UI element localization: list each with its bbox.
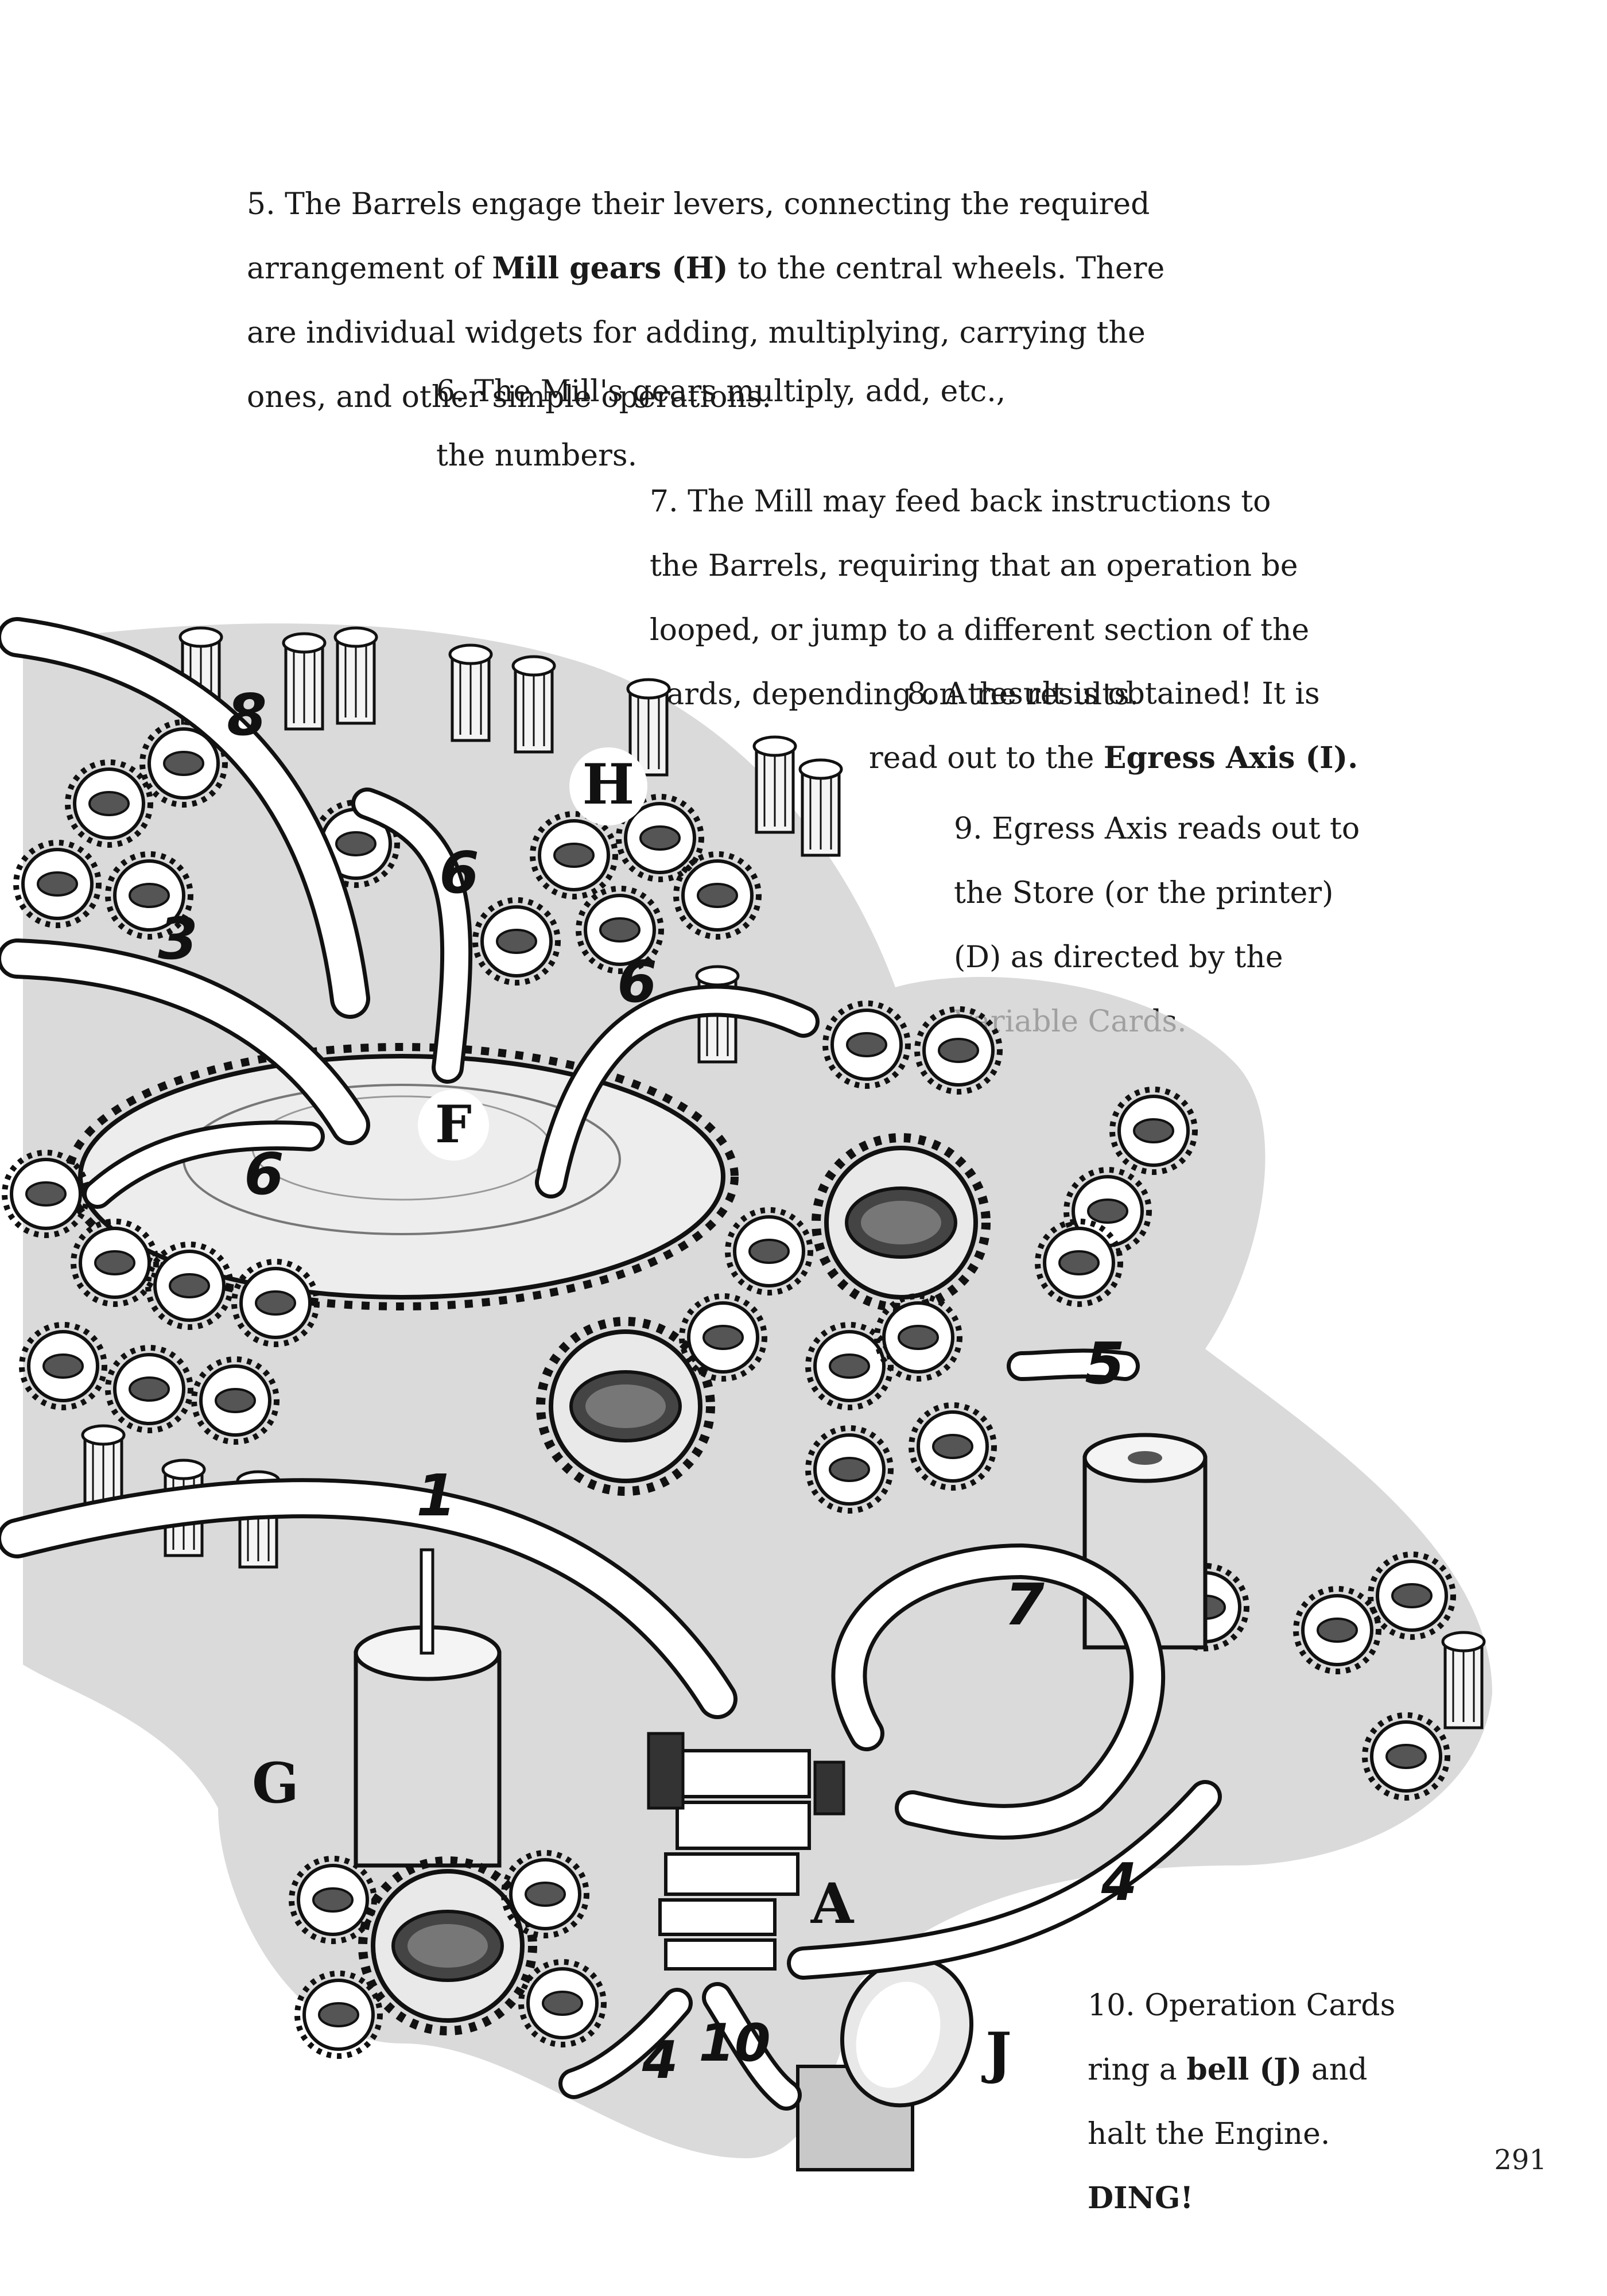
label-J: J bbox=[981, 2020, 1011, 2085]
caption-5-mill-gears: Mill gears (H) bbox=[492, 251, 728, 286]
caption-step-7: 7. The Mill may feed back instructions t… bbox=[650, 453, 1396, 743]
label-A: A bbox=[810, 1871, 855, 1936]
caption-7-line-3: looped, or jump to a different section o… bbox=[650, 613, 1310, 647]
operation-cards bbox=[647, 1732, 845, 1971]
arrow-number-10: 10 bbox=[698, 2013, 770, 2073]
caption-5-line-3: are individual widgets for adding, multi… bbox=[247, 316, 1146, 350]
label-H-badge: H bbox=[569, 747, 647, 825]
caption-8-line-2a: read out to the bbox=[868, 741, 1104, 775]
caption-5-line-1: 5. The Barrels engage their levers, conn… bbox=[247, 187, 1150, 222]
caption-step-5: 5. The Barrels engage their levers, conn… bbox=[247, 156, 1222, 445]
caption-step-10: 10. Operation Cards ring a bell (J) and … bbox=[1088, 1957, 1489, 2247]
arrow-number-4-left: 4 bbox=[642, 2030, 678, 2091]
caption-10-line-4: DING! bbox=[1088, 2181, 1194, 2216]
arrow-number-6-top: 6 bbox=[439, 839, 479, 906]
caption-8-line-2: read out to the Egress Axis (I). bbox=[826, 740, 1400, 775]
arrow-number-1: 1 bbox=[416, 1462, 456, 1529]
caption-10-line-2a: ring a bbox=[1088, 2053, 1187, 2087]
arrow-number-6-mid: 6 bbox=[617, 948, 657, 1015]
label-H: H bbox=[583, 752, 635, 817]
label-F: F bbox=[435, 1094, 472, 1155]
caption-6-line-2: the numbers. bbox=[436, 439, 638, 473]
caption-7-line-2: the Barrels, requiring that an operation… bbox=[650, 549, 1298, 583]
page-number: 291 bbox=[1494, 2144, 1547, 2176]
caption-10-bell: bell (J) bbox=[1186, 2052, 1302, 2087]
caption-5-line-4: ones, and other simple operations. bbox=[247, 380, 772, 414]
caption-6-line-1: 6. The Mill's gears multiply, add, etc., bbox=[436, 374, 1006, 409]
barrel-left bbox=[354, 1548, 502, 1868]
arrow-number-5: 5 bbox=[1085, 1330, 1125, 1397]
arrow-number-6-left: 6 bbox=[244, 1141, 284, 1208]
caption-10-line-2c: and bbox=[1302, 2053, 1368, 2087]
label-F-badge: F bbox=[418, 1089, 489, 1161]
caption-9-line-1: 9. Egress Axis reads out to bbox=[954, 812, 1360, 846]
arrow-number-4-right: 4 bbox=[1101, 1852, 1138, 1913]
caption-step-6: 6. The Mill's gears multiply, add, etc.,… bbox=[436, 343, 1125, 504]
arrow-number-8: 8 bbox=[227, 681, 267, 748]
caption-7-line-1: 7. The Mill may feed back instructions t… bbox=[650, 484, 1271, 519]
caption-9-line-2: the Store (or the printer) bbox=[954, 876, 1334, 910]
caption-5-line-2a: arrangement of bbox=[247, 251, 492, 286]
caption-8-egress-axis: Egress Axis (I). bbox=[1103, 740, 1358, 775]
caption-step-8: 8. A result is obtained! It is read out … bbox=[826, 646, 1400, 806]
caption-9-line-3: (D) as directed by the bbox=[954, 940, 1283, 975]
caption-10-line-2: ring a bell (J) and bbox=[1088, 2054, 1489, 2086]
caption-5-line-2c: to the central wheels. There bbox=[728, 251, 1165, 286]
arrow-number-3: 3 bbox=[158, 905, 198, 972]
caption-5-line-2: arrangement of Mill gears (H) to the cen… bbox=[247, 253, 1222, 285]
caption-10-line-3: halt the Engine. bbox=[1088, 2117, 1330, 2151]
label-G: G bbox=[252, 1751, 299, 1816]
caption-10-line-1: 10. Operation Cards bbox=[1088, 1988, 1396, 2023]
arrow-number-7: 7 bbox=[1004, 1571, 1045, 1638]
bell bbox=[796, 1956, 974, 2171]
caption-8-line-1: 8. A result is obtained! It is bbox=[907, 677, 1320, 711]
flow-arrows bbox=[0, 617, 1222, 2111]
